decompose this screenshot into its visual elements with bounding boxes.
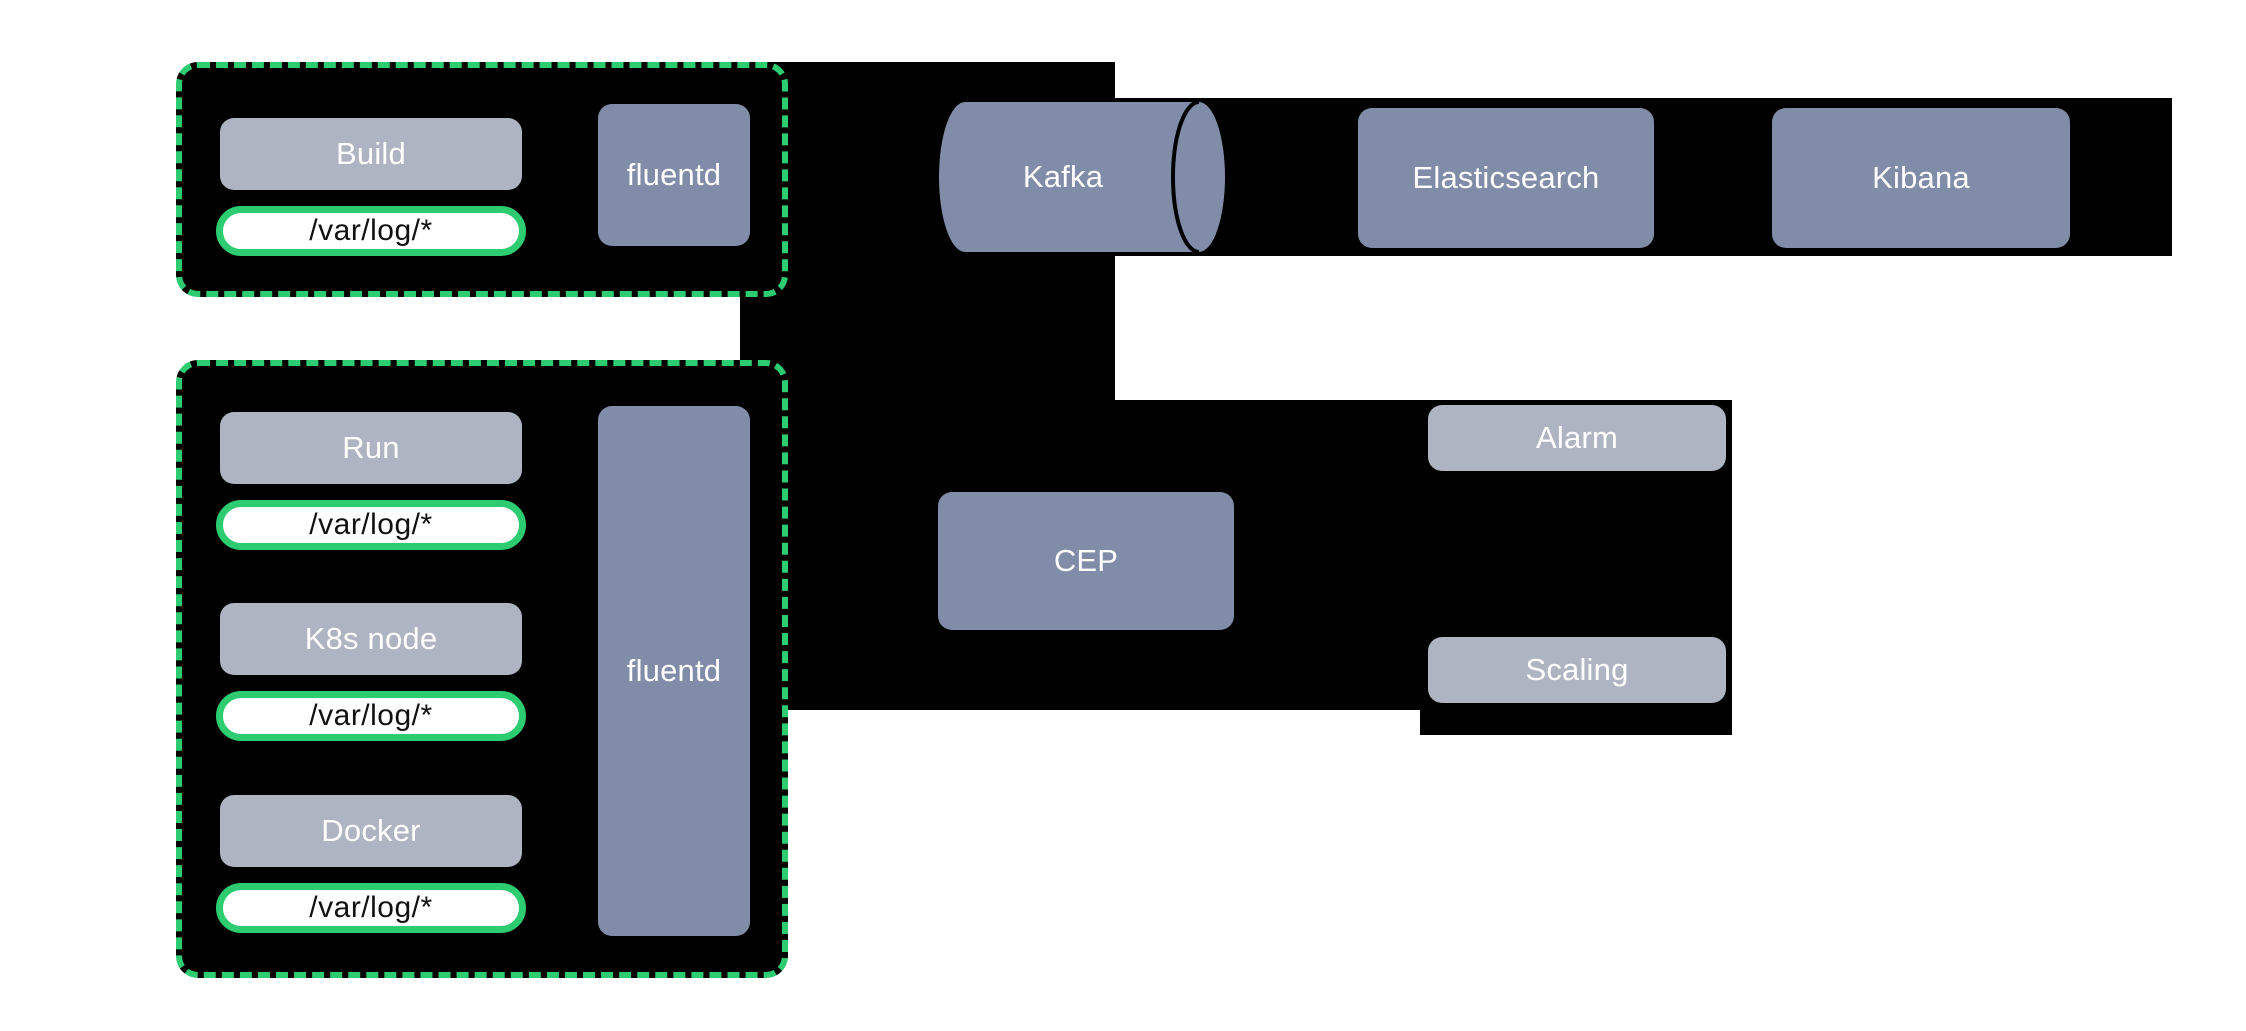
node-build[interactable]: Build [220,118,522,190]
node-kafka-label: Kafka [1022,159,1104,194]
logpath-k8s-node[interactable]: /var/log/* [216,691,526,741]
logpath-run[interactable]: /var/log/* [216,500,526,550]
node-kibana[interactable]: Kibana [1772,108,2070,248]
node-scaling[interactable]: Scaling [1428,637,1726,703]
cylinder-shape [939,102,1225,252]
node-fluentd-build[interactable]: fluentd [598,104,750,246]
node-docker[interactable]: Docker [220,795,522,867]
node-k8s-node[interactable]: K8s node [220,603,522,675]
node-elasticsearch[interactable]: Elasticsearch [1358,108,1654,248]
logpath-build[interactable]: /var/log/* [216,206,526,256]
node-run[interactable]: Run [220,412,522,484]
node-kafka[interactable]: Kafka [937,102,1235,252]
node-alarm[interactable]: Alarm [1428,405,1726,471]
node-cep[interactable]: CEP [938,492,1234,630]
logpath-docker[interactable]: /var/log/* [216,883,526,933]
node-fluentd-run[interactable]: fluentd [598,406,750,936]
